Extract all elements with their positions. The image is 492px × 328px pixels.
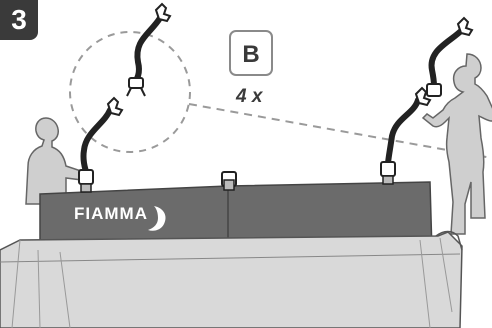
awning-light-panel <box>0 231 463 328</box>
step-number-badge: 3 <box>0 0 38 40</box>
brand-logo-text: FIAMMA <box>74 204 148 223</box>
detail-zoom-circle <box>69 31 191 153</box>
strap-right-held <box>426 16 474 97</box>
part-label-box: B <box>229 30 273 76</box>
strap-center-clip <box>221 171 237 191</box>
strap-detail <box>126 2 172 97</box>
strap-right-middle <box>380 86 432 185</box>
strap-left <box>78 96 124 193</box>
person-right-figure <box>421 53 492 235</box>
brand-logo-swirl <box>148 206 166 231</box>
detail-pointer-line <box>188 103 492 159</box>
part-quantity-label: 4 x <box>236 86 263 107</box>
person-left-figure <box>25 117 85 205</box>
